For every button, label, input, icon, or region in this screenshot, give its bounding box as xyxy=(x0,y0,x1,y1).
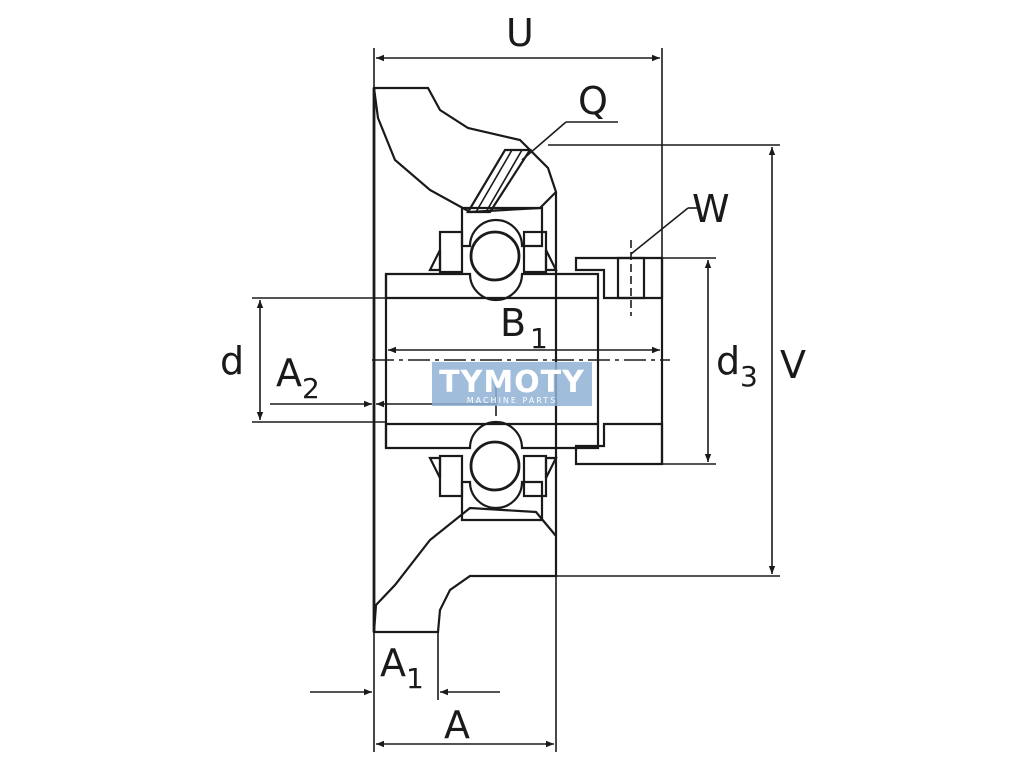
svg-text:2: 2 xyxy=(302,372,320,405)
dim-d xyxy=(252,297,386,423)
ball-upper xyxy=(469,230,521,282)
label-A2: A 2 xyxy=(276,351,320,405)
dim-U xyxy=(373,48,663,258)
ball-lower xyxy=(469,440,521,492)
svg-text:A: A xyxy=(380,641,406,685)
label-A1: A 1 xyxy=(380,641,424,695)
label-B1: B 1 xyxy=(500,301,548,355)
dim-d3 xyxy=(662,257,716,465)
label-d3: d 3 xyxy=(716,339,758,393)
dim-Q xyxy=(521,121,618,161)
watermark-tagline: MACHINE PARTS xyxy=(467,396,558,405)
svg-text:1: 1 xyxy=(406,662,424,695)
svg-text:B: B xyxy=(500,301,526,345)
outer-ring xyxy=(460,206,544,522)
label-A: A xyxy=(444,703,470,747)
watermark-box xyxy=(432,362,592,406)
dim-W xyxy=(630,207,700,255)
lubrication-channel xyxy=(466,148,533,214)
svg-text:3: 3 xyxy=(740,360,758,393)
seals xyxy=(428,230,558,498)
label-V: V xyxy=(780,343,806,387)
svg-text:1: 1 xyxy=(530,322,548,355)
dim-A1 xyxy=(310,632,500,752)
housing-lower-section xyxy=(372,506,558,634)
inner-ring xyxy=(384,272,600,450)
dim-V xyxy=(548,144,780,577)
svg-text:d: d xyxy=(716,339,740,383)
svg-text:A: A xyxy=(276,351,302,395)
label-W: W xyxy=(692,187,730,231)
watermark: TYMOTY MACHINE PARTS xyxy=(432,362,592,406)
label-Q: Q xyxy=(578,79,608,123)
watermark-brand: TYMOTY xyxy=(439,365,585,400)
label-d: d xyxy=(220,339,244,383)
label-U: U xyxy=(506,11,534,55)
dim-A xyxy=(376,576,557,752)
